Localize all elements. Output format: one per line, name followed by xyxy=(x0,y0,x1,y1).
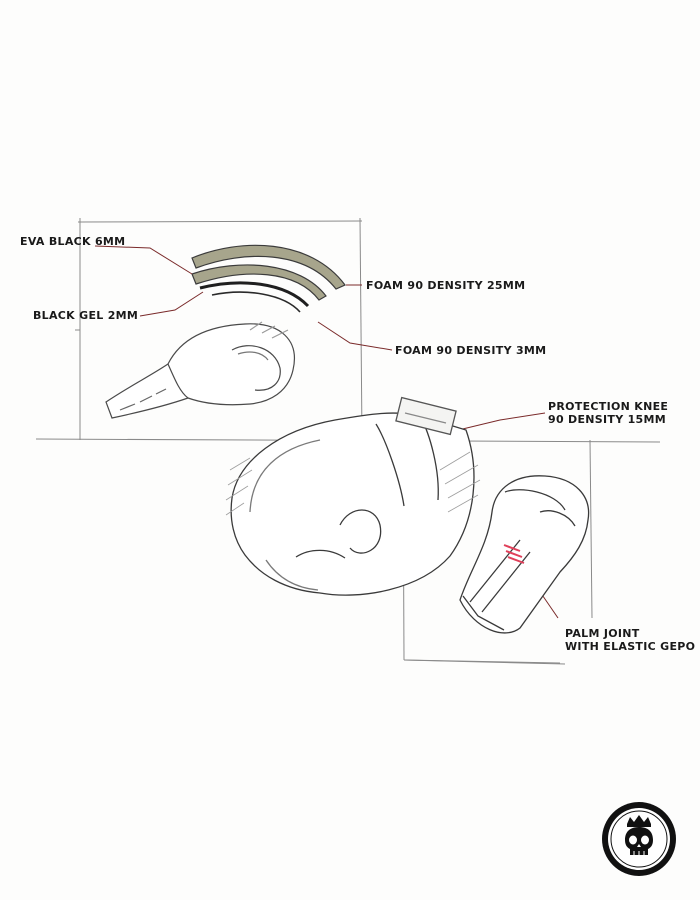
palm-view-glove-sketch xyxy=(459,475,590,634)
label-black-gel: BLACK GEL 2MM xyxy=(33,309,139,322)
label-protection-knee: PROTECTION KNEE 90 DENSITY 15MM xyxy=(548,400,668,426)
upper-frame-lines xyxy=(35,217,661,443)
black-gel-layer xyxy=(199,281,310,308)
padding-layers xyxy=(191,244,346,313)
leader-foam-3 xyxy=(317,321,393,351)
label-foam-3mm: FOAM 90 DENSITY 3MM xyxy=(395,344,547,357)
label-protection-knee-line1: PROTECTION KNEE xyxy=(548,400,669,413)
leader-black-gel xyxy=(139,291,204,317)
eva-black-layer xyxy=(191,264,327,301)
leader-protection-knee xyxy=(445,412,546,434)
leader-eva-black xyxy=(94,245,193,275)
foam-3mm-layer xyxy=(211,291,301,313)
label-palm-joint-line2: WITH ELASTIC GEPO xyxy=(565,640,696,653)
label-palm-joint-line1: PALM JOINT xyxy=(565,627,640,640)
base-construction-line xyxy=(403,659,566,665)
label-foam-25mm: FOAM 90 DENSITY 25MM xyxy=(366,279,526,292)
crowned-skull-emblem-icon xyxy=(602,802,676,876)
label-palm-joint: PALM JOINT WITH ELASTIC GEPO xyxy=(565,627,695,653)
label-eva-black: EVA BLACK 6MM xyxy=(20,235,126,248)
main-glove-sketch xyxy=(230,396,475,596)
shading-hatch xyxy=(225,451,481,516)
palm-joint-mark xyxy=(503,544,525,564)
label-protection-knee-line2: 90 DENSITY 15MM xyxy=(548,413,667,426)
small-glove-sketch xyxy=(105,321,295,419)
foam-25mm-layer xyxy=(191,244,346,290)
